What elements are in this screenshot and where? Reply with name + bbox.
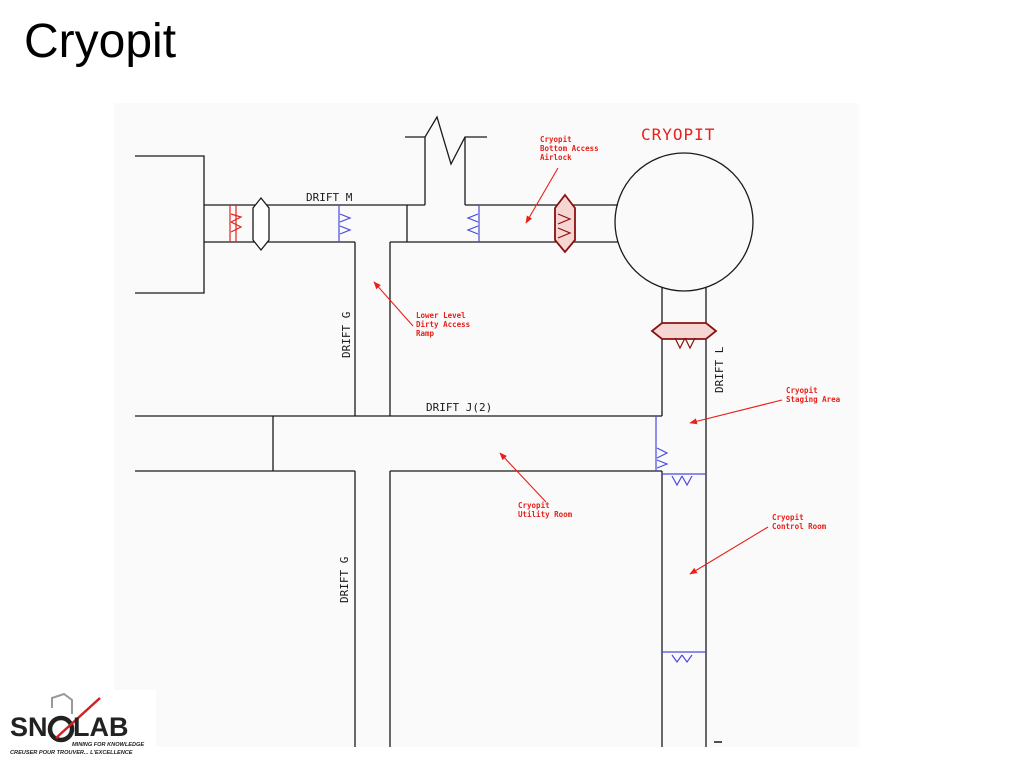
blue-door-drift-m bbox=[338, 205, 352, 242]
cryopit-circle bbox=[614, 152, 754, 292]
callout-airlock-line1: Cryopit bbox=[540, 135, 572, 144]
callout-staging-line2: Staging Area bbox=[786, 395, 841, 404]
callout-utility-line2: Utility Room bbox=[518, 510, 573, 519]
arrow-utility bbox=[499, 452, 547, 503]
blue-door-drift-l-mid bbox=[662, 473, 706, 487]
callout-control-line1: Cryopit bbox=[772, 513, 804, 522]
callout-ramp-line3: Ramp bbox=[416, 329, 435, 338]
drift-m-airlock-hexagon bbox=[252, 196, 270, 252]
blue-door-shaft bbox=[466, 205, 480, 242]
snolab-logo: SN LAB MINING FOR KNOWLEDGE CREUSER POUR… bbox=[6, 690, 156, 762]
logo-tagline-en: MINING FOR KNOWLEDGE bbox=[72, 742, 144, 748]
cryopit-heading: CRYOPIT bbox=[641, 125, 715, 144]
blue-door-staging bbox=[655, 416, 669, 471]
drift-j2-label: DRIFT J(2) bbox=[426, 401, 492, 414]
drift-m-label: DRIFT M bbox=[306, 191, 353, 204]
callout-airlock-line2: Bottom Access bbox=[540, 144, 599, 153]
arrow-control bbox=[689, 526, 769, 575]
left-room-outline bbox=[135, 155, 205, 294]
logo-tagline-fr: CREUSER POUR TROUVER... L'EXCELLENCE bbox=[10, 750, 133, 756]
red-door-drift-m-left bbox=[229, 205, 243, 242]
blue-door-drift-l-lower bbox=[662, 651, 706, 664]
callout-control-line2: Control Room bbox=[772, 522, 827, 531]
callout-airlock-line3: Airlock bbox=[540, 153, 572, 162]
drift-l-airlock bbox=[650, 322, 718, 350]
callout-ramp-line1: Lower Level bbox=[416, 311, 466, 320]
logo-outline-mark bbox=[51, 692, 73, 714]
callout-staging-line1: Cryopit bbox=[786, 386, 818, 395]
cryopit-bottom-access-airlock bbox=[554, 193, 576, 254]
shaft-break-line bbox=[424, 115, 487, 205]
arrow-ramp bbox=[373, 281, 414, 327]
slide-title: Cryopit bbox=[24, 15, 177, 68]
drift-walls bbox=[135, 115, 754, 747]
logo-text-sn: SN bbox=[10, 712, 48, 742]
drift-g-upper-label: DRIFT G bbox=[340, 312, 353, 358]
drawing-background bbox=[114, 103, 859, 747]
arrow-staging bbox=[689, 399, 783, 425]
callout-utility-line1: Cryopit bbox=[518, 501, 550, 510]
drift-l-label: DRIFT L bbox=[713, 346, 726, 393]
callout-ramp-line2: Dirty Access bbox=[416, 320, 470, 329]
arrow-airlock bbox=[525, 167, 559, 224]
drift-g-lower-label: DRIFT G bbox=[338, 557, 351, 603]
logo-red-slash bbox=[55, 697, 101, 739]
logo-text-lab: LAB bbox=[73, 712, 129, 742]
logo-o-circle bbox=[47, 715, 75, 743]
